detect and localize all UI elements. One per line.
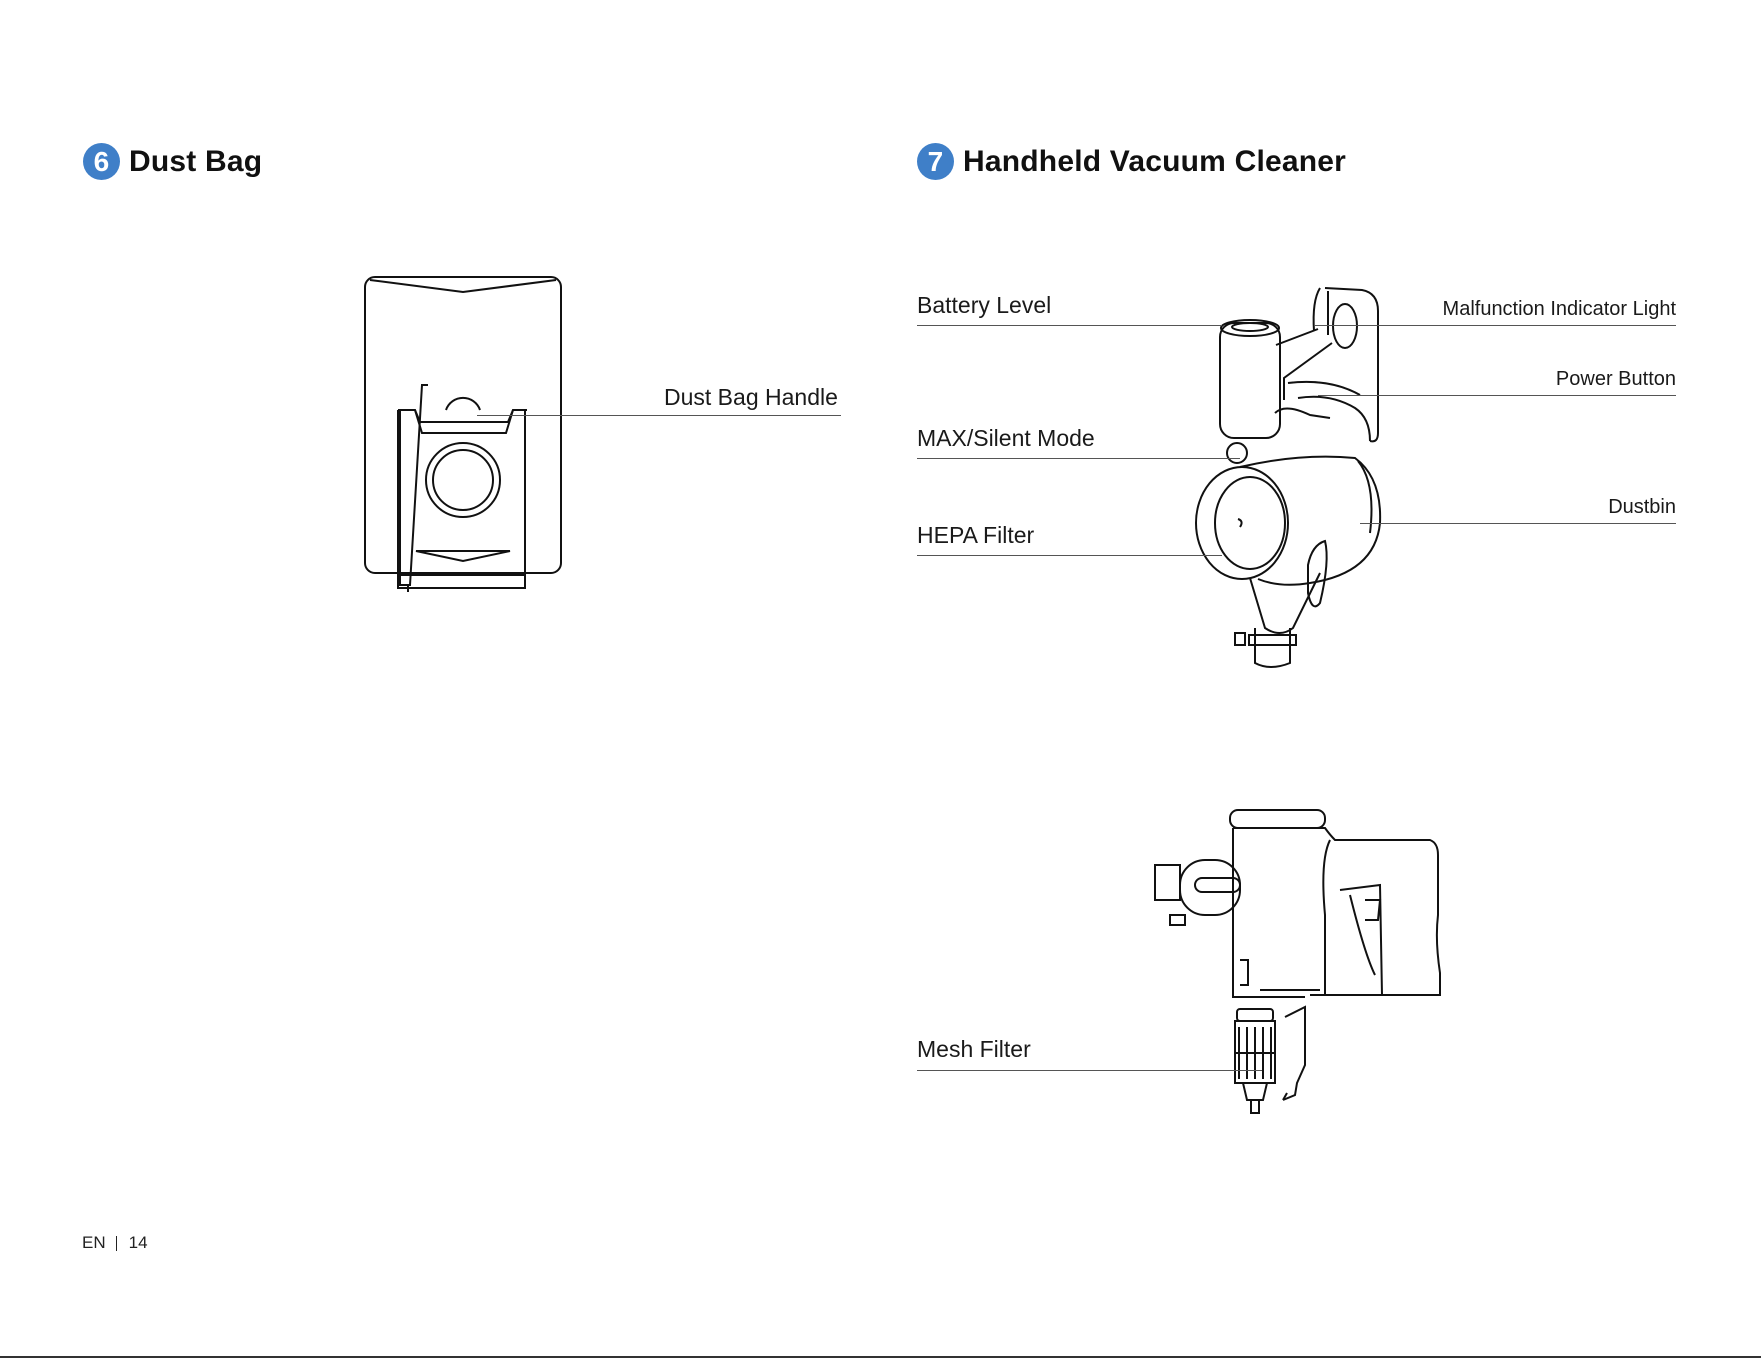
section-title-handheld: 7 Handheld Vacuum Cleaner xyxy=(917,143,1346,180)
section-number-badge: 6 xyxy=(83,143,120,180)
handheld-vacuum-illustration xyxy=(1180,283,1420,683)
label-dust-bag-handle: Dust Bag Handle xyxy=(664,384,838,411)
label-power-button: Power Button xyxy=(1556,368,1676,391)
leader-line-mesh-filter xyxy=(917,1070,1262,1071)
page-footer: EN 14 xyxy=(82,1233,148,1253)
section-title-dust-bag: 6 Dust Bag xyxy=(83,143,262,180)
vacuum-side-illustration xyxy=(1150,805,1445,1000)
label-hepa-filter: HEPA Filter xyxy=(917,522,1034,549)
label-malfunction-indicator-light: Malfunction Indicator Light xyxy=(1443,298,1676,321)
leader-line-max-silent xyxy=(917,458,1240,459)
bottom-rule xyxy=(0,1356,1761,1358)
section-number-badge: 7 xyxy=(917,143,954,180)
leader-line-malfunction xyxy=(1315,325,1676,326)
section-heading-text: Handheld Vacuum Cleaner xyxy=(963,145,1346,179)
leader-line-hepa-filter xyxy=(917,555,1222,556)
mesh-filter-illustration xyxy=(1225,1005,1330,1125)
label-max-silent-mode: MAX/Silent Mode xyxy=(917,425,1095,452)
leader-line-dust-bag-handle xyxy=(477,415,841,416)
label-mesh-filter: Mesh Filter xyxy=(917,1036,1031,1063)
dust-bag-illustration xyxy=(360,270,565,590)
page-number: 14 xyxy=(129,1233,148,1253)
section-heading-text: Dust Bag xyxy=(129,145,262,179)
label-battery-level: Battery Level xyxy=(917,292,1051,319)
footer-separator xyxy=(116,1236,117,1251)
leader-line-battery-level xyxy=(917,325,1222,326)
leader-line-power-button xyxy=(1318,395,1676,396)
leader-line-dustbin xyxy=(1360,523,1676,524)
label-dustbin: Dustbin xyxy=(1608,496,1676,519)
footer-language: EN xyxy=(82,1233,106,1253)
